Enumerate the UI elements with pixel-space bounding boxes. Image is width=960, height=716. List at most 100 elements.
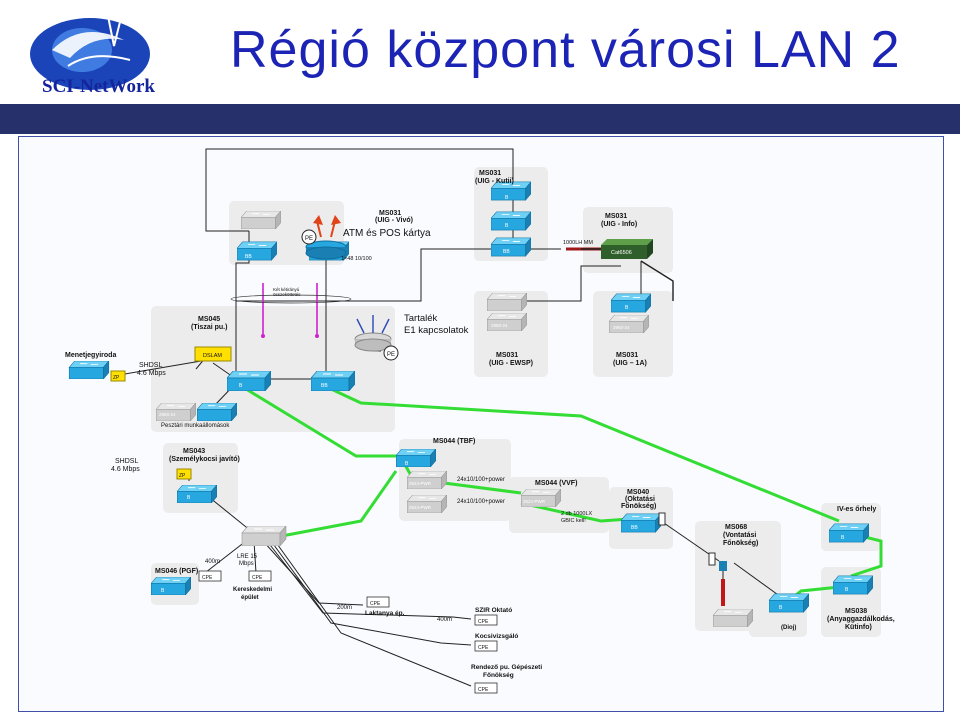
label-tartalek-1: Tartalék — [404, 313, 438, 324]
sw-label-kutii-1: B — [505, 195, 509, 201]
sw-label-2950-1a: 2950-24 — [613, 325, 630, 330]
label-ms068-sub1: (Vontatási — [723, 532, 756, 539]
sw-label-ms046: B — [161, 588, 165, 594]
sw-label-2950-ewsp: 2950-24 — [491, 323, 508, 328]
label-ms043-sub: (Személykocsi javító) — [169, 456, 240, 463]
sw-label-vivo: BB — [245, 254, 252, 260]
switch-ms043 — [177, 485, 217, 503]
label-ms045-sub: (Tiszai pu.) — [191, 324, 227, 331]
label-kereskedelmi-1: Kereskedelmi — [233, 587, 272, 593]
label-ms038-sub1: (Anyaggazdálkodás, — [827, 616, 895, 623]
switch-gray-ewsp-1 — [487, 293, 527, 311]
switch-gray-ms068 — [713, 609, 753, 627]
label-laktanya: Laktanya ép. — [365, 610, 405, 617]
label-1x48: 1×48 10/100 — [341, 256, 372, 262]
label-ms038: MS038 — [845, 608, 867, 615]
label-shdsl-speed-2: 4.6 Mbps — [111, 466, 140, 473]
switch-pesztari — [197, 403, 237, 421]
label-ms043: MS043 — [183, 448, 205, 455]
sw-label-ms038: B — [845, 587, 849, 593]
label-zp-2: ZP — [179, 473, 186, 479]
switch-gray-1a — [609, 315, 649, 333]
slide-title: Régió központ városi LAN 2 — [230, 21, 901, 79]
label-ms045: MS045 — [198, 316, 220, 323]
zp-box-2 — [176, 468, 192, 480]
switch-menetjegy — [68, 361, 110, 379]
label-ms031-ewsp: MS031 — [496, 352, 518, 359]
sw-label-tbf: B — [405, 461, 409, 467]
logo — [12, 10, 212, 108]
logo-text: SCI-NetWork — [42, 76, 155, 97]
label-cat6506: Cat6506 — [611, 250, 632, 256]
switch-ms045-bb — [311, 371, 355, 391]
switch-ms031-vivo — [237, 241, 277, 261]
network-diagram: MS031 (UIG - Kutii) MS031 (UIG - Vivó) M… — [65, 148, 895, 694]
switch-ms031-kutii-mid — [491, 211, 531, 231]
label-dioj: (Dioj) — [781, 625, 796, 631]
label-ms031-vivo: MS031 — [379, 210, 401, 217]
switch-dioj — [769, 593, 809, 613]
switch-gray-vivo — [241, 211, 281, 229]
label-lre-1: LRE 15 — [237, 554, 258, 560]
sw-label-3524-vvf: 3524-PWR — [523, 499, 546, 504]
label-ms031-info: MS031 — [605, 213, 627, 220]
label-cpe-6: CPE — [478, 687, 489, 693]
switch-gray-3524-1 — [407, 471, 447, 489]
label-redundant-1: Két kétirányú — [273, 287, 300, 292]
diagram-frame: MS031 (UIG - Kutii) MS031 (UIG - Vivó) M… — [18, 136, 944, 712]
label-tartalek-2: E1 kapcsolatok — [404, 325, 469, 336]
switch-gray-ewsp-2 — [487, 313, 527, 331]
label-ms038-sub2: Kütinfo) — [845, 624, 872, 631]
label-kocsivizsgalo: Kocsivizsgáló — [475, 633, 518, 640]
label-cpe-4: CPE — [478, 619, 489, 625]
label-lre-2: Mbps — [239, 561, 254, 567]
sw-label-3524-1: 3524-PWR — [409, 481, 432, 486]
label-gbic-2: GBIC kell! — [561, 518, 586, 524]
label-dslam: DSLAM — [203, 353, 222, 359]
label-ms031-1a: MS031 — [616, 352, 638, 359]
label-gbic-1: 2 db 1000LX — [561, 511, 593, 517]
label-ms044-vvf: MS044 (VVF) — [535, 480, 577, 487]
label-power-1: 24x10/100+power — [457, 477, 505, 483]
sw-label-dioj: B — [779, 605, 783, 611]
label-pe-1: PE — [305, 236, 313, 242]
label-400m: 400m — [205, 559, 220, 565]
label-ms040: MS040 — [627, 489, 649, 496]
switch-ms040 — [621, 513, 661, 533]
label-ms040-sub2: Főnökség) — [621, 503, 656, 510]
label-power-2: 24x10/100+power — [457, 499, 505, 505]
switch-ms031-kutii-bottom — [491, 237, 531, 257]
label-shdsl-speed-1: 4.6 Mbps — [137, 370, 166, 377]
label-ms031-info-sub: (UIG - Info) — [601, 221, 637, 228]
switch-ms031-1a — [611, 293, 651, 313]
label-pesztari: Pesztári munkaállomások — [161, 423, 230, 429]
label-redundant-2: összeköttetés — [273, 292, 301, 297]
switch-ms038 — [833, 575, 873, 595]
sw-label-ms043: B — [187, 495, 191, 501]
zp-box-1 — [110, 370, 126, 382]
label-zp-1: ZP — [113, 375, 120, 381]
router-ms031 — [305, 240, 347, 260]
label-cpe-2: CPE — [252, 575, 263, 581]
switch-gray-vvf — [521, 489, 561, 507]
sw-label-3524-2: 3524-PWR — [409, 505, 432, 510]
dslam-box — [194, 346, 232, 362]
sw-label-ms040: BB — [631, 525, 638, 531]
sw-label-iv: B — [841, 535, 845, 541]
label-ms046: MS046 (PGF) — [155, 568, 198, 575]
sw-label-1a: B — [625, 305, 629, 311]
label-ms031-kutii: MS031 — [479, 170, 501, 177]
label-rendezo-1: Rendező pu. Gépészeti — [471, 664, 542, 671]
label-ms031-ewsp-sub: (UIG - EWSP) — [489, 360, 533, 367]
switch-gray-lre — [241, 526, 287, 546]
label-atm: ATM és POS kártya — [343, 228, 431, 239]
label-ms044-tbf: MS044 (TBF) — [433, 438, 475, 445]
label-cpe-1: CPE — [202, 575, 213, 581]
label-ms068: MS068 — [725, 524, 747, 531]
sw-label-bb: BB — [321, 383, 328, 389]
label-ms068-sub2: Főnökség) — [723, 540, 758, 547]
switch-ms044-tbf — [396, 449, 436, 467]
label-shdsl-1: SHDSL — [139, 362, 162, 369]
sw-label-2950-pesztari: 2950-24 — [159, 412, 176, 417]
switch-ms045-b — [227, 371, 271, 391]
